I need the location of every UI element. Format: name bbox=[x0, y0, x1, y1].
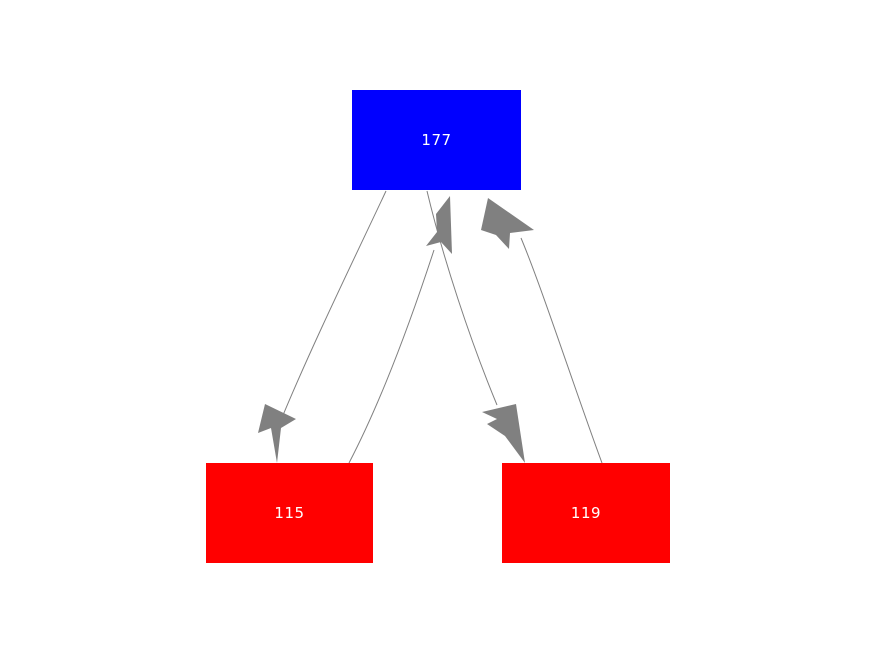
edge-177-to-119 bbox=[426, 190, 525, 463]
graph-node-119[interactable]: 119 bbox=[502, 463, 670, 563]
edge-119-to-177-arrowhead bbox=[481, 198, 534, 249]
edge-177-to-115 bbox=[258, 190, 387, 463]
edge-177-to-119-path bbox=[426, 190, 498, 406]
edge-115-to-177-path bbox=[348, 249, 435, 464]
edge-177-to-115-arrowhead bbox=[258, 404, 296, 463]
edge-115-to-177-arrowhead bbox=[426, 196, 452, 254]
edge-119-to-177-path bbox=[520, 237, 603, 464]
graph-node-119-label: 119 bbox=[570, 503, 602, 522]
graph-node-115[interactable]: 115 bbox=[206, 463, 373, 563]
graph-node-115-label: 115 bbox=[274, 503, 305, 522]
edge-177-to-119-arrowhead bbox=[482, 404, 525, 463]
edge-115-to-177 bbox=[348, 196, 452, 464]
edge-177-to-115-path bbox=[280, 190, 387, 421]
graph-node-177[interactable]: 177 bbox=[352, 90, 521, 190]
edge-119-to-177 bbox=[481, 198, 603, 464]
graph-node-177-label: 177 bbox=[421, 130, 452, 149]
